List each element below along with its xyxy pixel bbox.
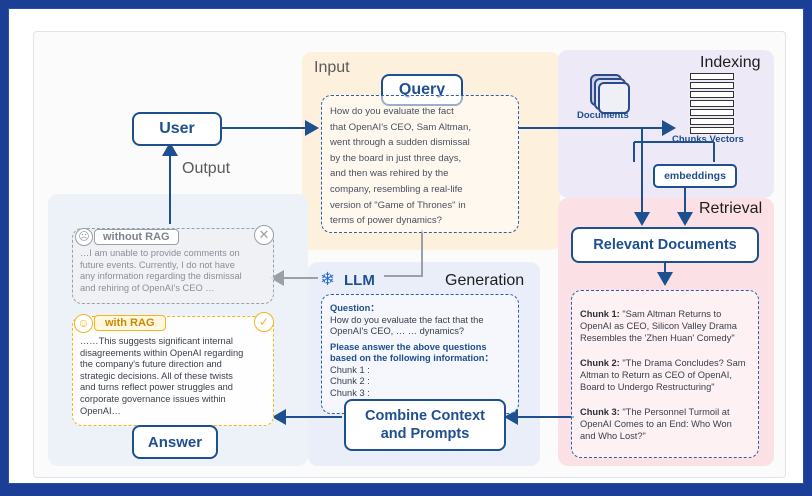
query-line: that OpenAI's CEO, Sam Altman, bbox=[330, 121, 472, 133]
without-rag-line: …I am unable to provide comments on bbox=[80, 248, 240, 258]
query-line: version of "Game of Thrones" in bbox=[330, 199, 466, 211]
smile-face-icon: ☺ bbox=[74, 314, 93, 333]
with-rag-line: corporate governance issues within bbox=[80, 393, 226, 404]
query-text-panel bbox=[321, 95, 519, 233]
indexing-region-title: Indexing bbox=[700, 54, 761, 71]
prompt-question-label: Question： bbox=[330, 303, 380, 313]
prompt-chunk-line: Chunk 2 : bbox=[330, 376, 370, 386]
documents-icon bbox=[590, 74, 630, 114]
query-line: company, resembling a real-life bbox=[330, 183, 463, 195]
query-line: and then was rehired by the bbox=[330, 168, 449, 180]
output-region-title: Output bbox=[182, 160, 231, 177]
relevant-documents-box[interactable]: Relevant Documents bbox=[571, 227, 759, 263]
cross-circle-icon: ✕ bbox=[254, 225, 274, 245]
with-rag-panel bbox=[72, 316, 274, 426]
with-rag-text: ……This suggests significant internal dis… bbox=[80, 336, 272, 417]
without-rag-text: …I am unable to provide comments on futu… bbox=[80, 248, 270, 294]
prompt-question-line: OpenAI's CEO, … … dynamics? bbox=[330, 326, 465, 336]
answer-box[interactable]: Answer bbox=[132, 425, 218, 459]
prompt-instruction-line: Please answer the above questions bbox=[330, 341, 487, 352]
generation-region-title: Generation bbox=[445, 272, 525, 289]
slide-frame: Input Generation Indexing Retrieval Outp… bbox=[8, 8, 804, 484]
embeddings-box[interactable]: embeddings bbox=[653, 164, 737, 188]
without-rag-line: future events. Currently, I do not have bbox=[80, 259, 235, 270]
combine-context-box[interactable]: Combine Context and Prompts bbox=[344, 399, 506, 451]
chunk-text: "Sam Altman Returns to bbox=[619, 309, 722, 319]
without-rag-line: and rehiring of OpenAI's CEO … bbox=[80, 282, 215, 293]
without-rag-tag: without RAG bbox=[94, 229, 179, 245]
check-circle-icon: ✓ bbox=[254, 312, 274, 332]
without-rag-line: any information regarding the dismissal bbox=[80, 271, 242, 281]
chunk-text: "The Personnel Turmoil at bbox=[619, 407, 730, 417]
retrieved-chunks-panel bbox=[571, 290, 759, 458]
connector-arrows bbox=[162, 120, 715, 425]
with-rag-line: strategic decisions. All of these twists bbox=[80, 370, 233, 381]
chunk-label: Chunk 1: bbox=[580, 309, 620, 319]
retrieved-chunk-3: Chunk 3: "The Personnel Turmoil at OpenA… bbox=[580, 406, 756, 442]
input-region-title: Input bbox=[314, 59, 350, 76]
prompt-question-line: How do you evaluate the fact that the bbox=[330, 314, 484, 325]
with-rag-line: ……This suggests significant internal bbox=[80, 336, 233, 346]
prompt-text: Question： How do you evaluate the fact t… bbox=[330, 303, 516, 399]
query-line: terms of power dynamics? bbox=[330, 215, 442, 227]
llm-label: LLM bbox=[344, 272, 375, 289]
snowflake-icon: ❄ bbox=[320, 269, 336, 289]
prompt-panel bbox=[321, 294, 519, 414]
query-line: by the board in just three days, bbox=[330, 152, 462, 164]
with-rag-tag: with RAG bbox=[94, 315, 166, 331]
combine-label-line-1: Combine Context bbox=[364, 408, 486, 424]
documents-label: Documents bbox=[577, 110, 629, 121]
with-rag-line: disagreements within OpenAI regarding bbox=[80, 347, 244, 358]
prompt-chunk-line: Chunk 3 : bbox=[330, 387, 370, 398]
chunk-label: Chunk 2: bbox=[580, 358, 620, 368]
with-rag-line: and turns reflect power struggles and bbox=[80, 382, 233, 393]
chunk-text: "The Drama Concludes? Sam bbox=[619, 358, 746, 368]
chunk-label: Chunk 3: bbox=[580, 407, 620, 417]
chunks-vectors-label: Chunks Vectors bbox=[672, 134, 744, 145]
with-rag-line: the company's future direction and bbox=[80, 359, 222, 370]
rag-diagram: Input Generation Indexing Retrieval Outp… bbox=[33, 31, 786, 478]
chunk-text: and Who Lost?" bbox=[580, 431, 646, 441]
combine-label-line-2: and Prompts bbox=[380, 426, 470, 442]
prompt-instruction-line: based on the following information： bbox=[330, 353, 494, 363]
query-line: went through a sudden dismissal bbox=[330, 137, 470, 149]
query-text: How do you evaluate the fact that OpenAI… bbox=[330, 104, 514, 229]
retrieved-chunk-2: Chunk 2: "The Drama Concludes? Sam Altma… bbox=[580, 357, 756, 393]
with-rag-line: OpenAI… bbox=[80, 405, 121, 416]
query-line: How do you evaluate the fact bbox=[330, 106, 454, 117]
chunk-text: Board to Undergo Restructuring" bbox=[580, 382, 715, 392]
chunk-text: OpenAI Comes to an End: Who Won bbox=[580, 419, 732, 429]
chunk-text: Resembles the 'Zhen Huan' Comedy" bbox=[580, 333, 735, 343]
user-box[interactable]: User bbox=[132, 112, 222, 146]
chunks-vectors-icon bbox=[690, 73, 734, 135]
prompt-chunk-line: Chunk 1 : bbox=[330, 364, 370, 375]
retrieved-chunk-1: Chunk 1: "Sam Altman Returns to OpenAI a… bbox=[580, 308, 756, 344]
chunk-text: OpenAI as CEO, Silicon Valley Drama bbox=[580, 321, 737, 331]
sad-face-icon: ☹ bbox=[75, 228, 93, 246]
chunk-text: Altman to Return as CEO of OpenAI, bbox=[580, 370, 732, 380]
retrieval-region-title: Retrieval bbox=[699, 200, 763, 217]
